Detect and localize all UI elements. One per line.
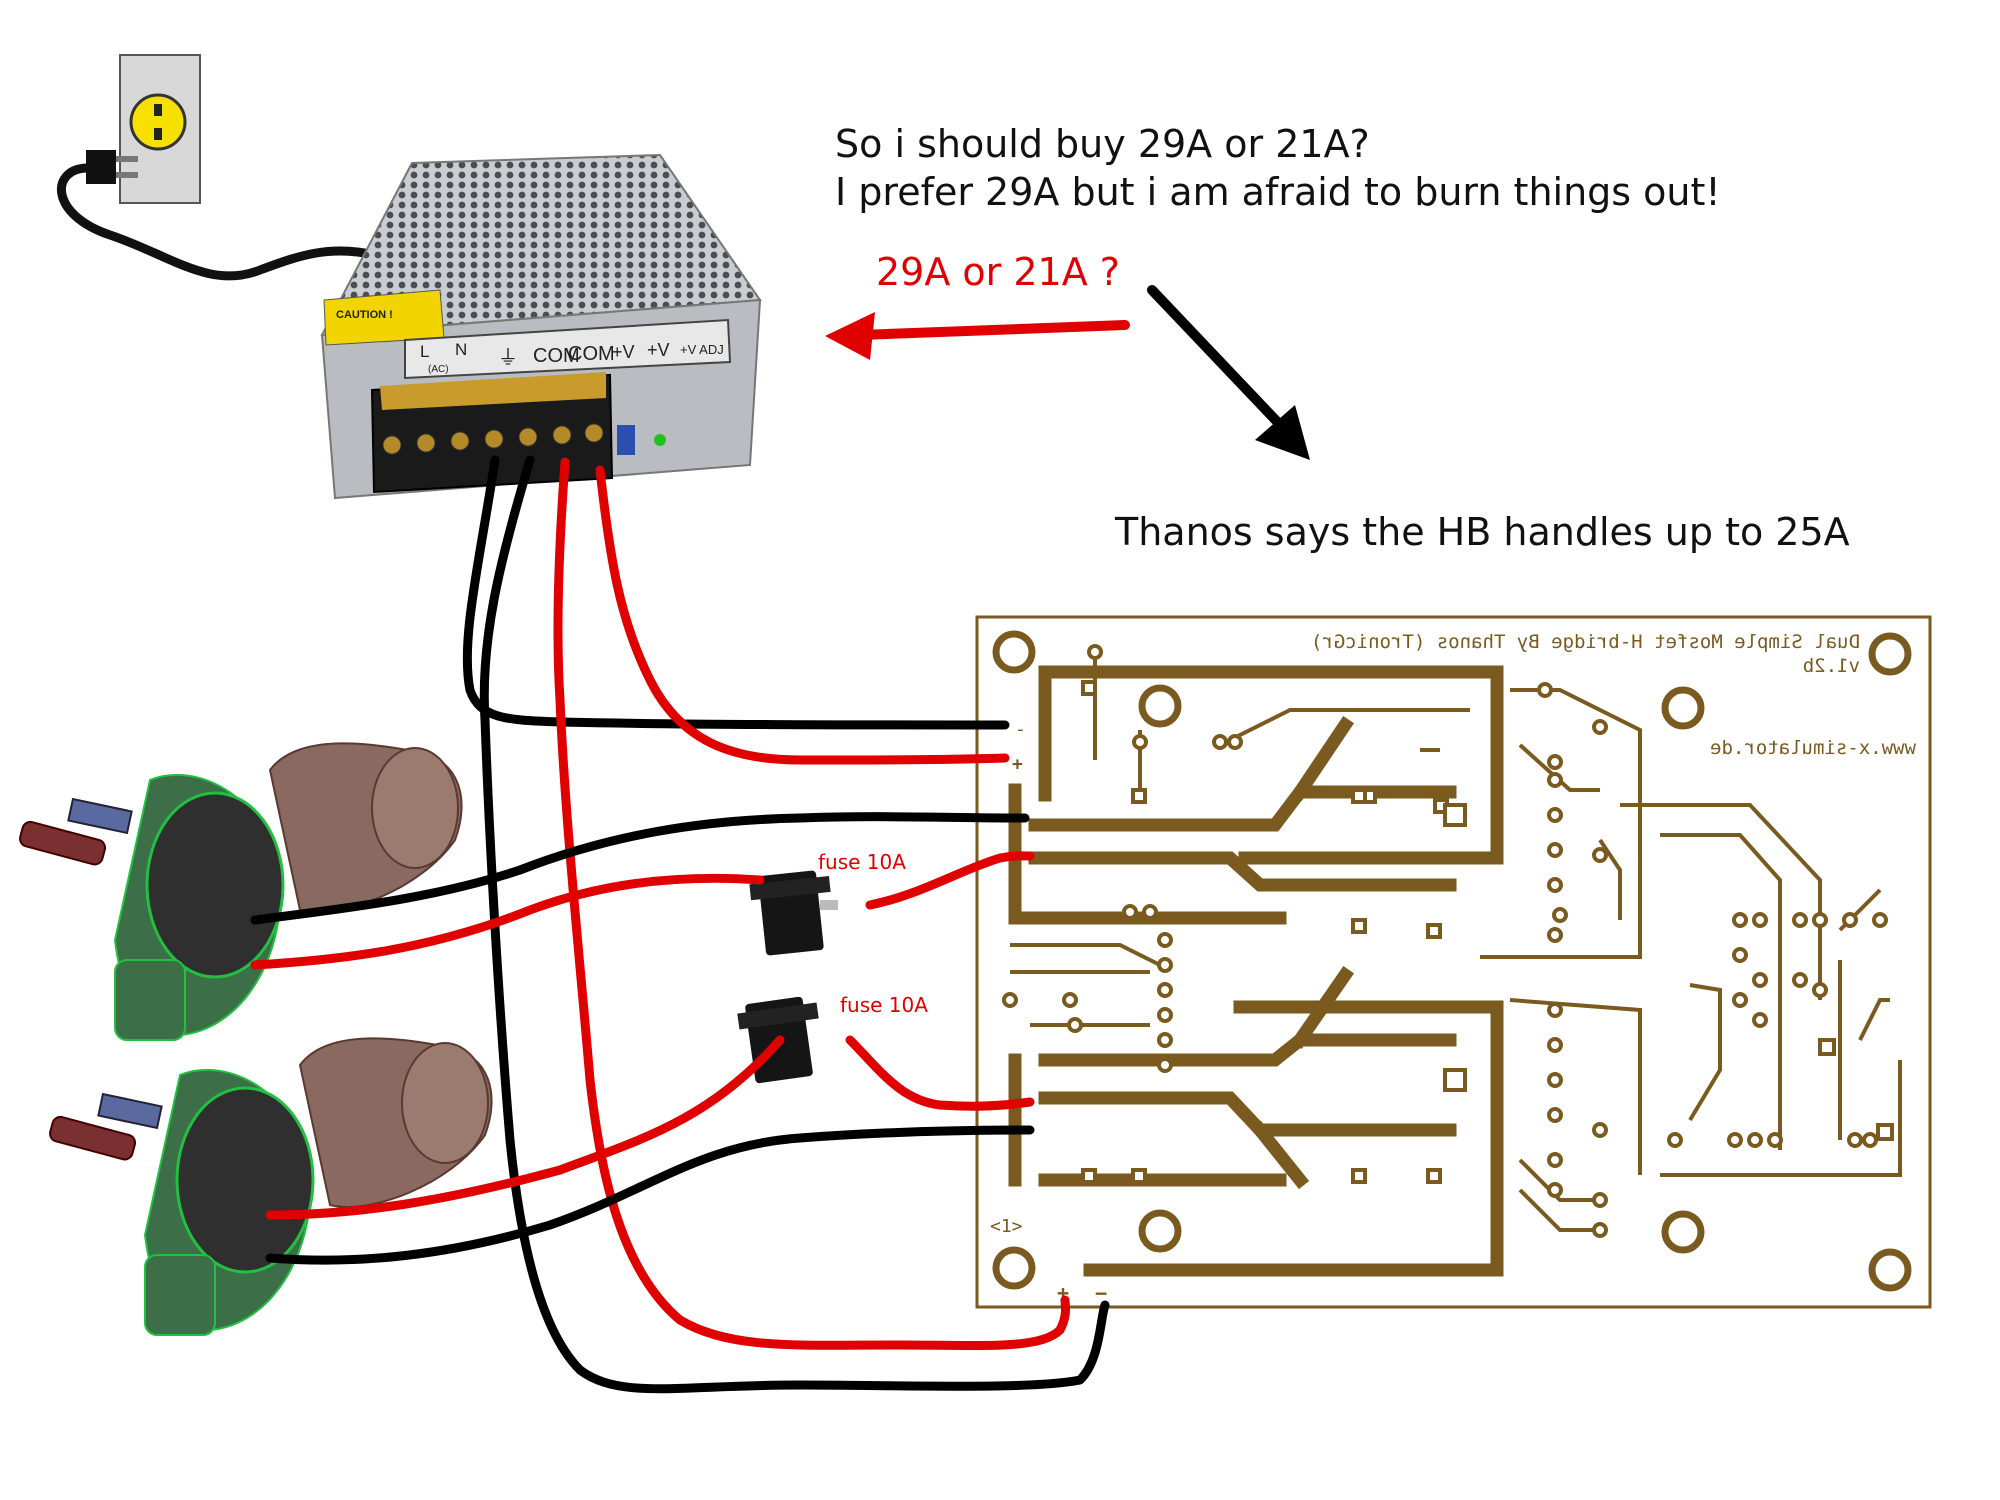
fuse-1-label: fuse 10A: [818, 850, 906, 874]
power-cord: [57, 163, 380, 281]
hbridge-note: Thanos says the HB handles up to 25A: [1115, 510, 1850, 554]
pcb-title-mirrored: Dual Simple Mosfet H-bridge By Thanos (T…: [1311, 631, 1860, 653]
adj-potentiometer: [617, 425, 635, 455]
pcb-in-plus: +: [1012, 754, 1023, 775]
terminal-label-L: L: [420, 342, 429, 361]
fuse-2-label: fuse 10A: [840, 993, 928, 1017]
pcb-version-mirrored: v1.2b: [1803, 655, 1860, 677]
motor-2: [49, 1037, 493, 1336]
black-arrow-icon: [1147, 285, 1310, 460]
wire-psu-v-to-pcb-bottom-pos: [553, 457, 1071, 1351]
terminal-label-N: N: [455, 340, 467, 359]
terminal-label-ac: (AC): [428, 364, 449, 375]
arrow-label: 29A or 21A ?: [876, 250, 1120, 294]
wiring: [250, 455, 1110, 1394]
pcb-minus-label: −: [1095, 1281, 1107, 1305]
wire-psu-v-to-pcb-pos: [595, 465, 1010, 765]
pcb-in-minus: -: [1015, 719, 1026, 740]
pcb-url-mirrored: www.x-simulator.de: [1710, 737, 1916, 759]
h-bridge-pcb: Dual Simple Mosfet H-bridge By Thanos (T…: [975, 615, 1932, 1309]
motor-1: [19, 742, 463, 1041]
question-line-1: So i should buy 29A or 21A?: [835, 122, 1370, 166]
wire-psu-com-to-pcb-bottom-neg: [479, 455, 1110, 1394]
wire-motor2-black: [265, 1125, 1035, 1265]
wire-psu-com-to-pcb-neg: [462, 455, 1010, 730]
terminal-label-com1: COM: [533, 345, 580, 367]
red-arrow-icon: [825, 312, 1130, 360]
wire-motor1-black: [250, 812, 1030, 925]
question-line-2: I prefer 29A but i am afraid to burn thi…: [835, 170, 1721, 214]
caution-label: CAUTION !: [336, 309, 393, 321]
wire-motor1-red-a: [250, 873, 765, 970]
terminal-label-v1: +V: [612, 342, 635, 362]
fuse-holder-1: [749, 870, 838, 956]
power-plug-icon: [86, 150, 116, 184]
terminal-label-v2: +V: [647, 340, 670, 360]
wire-motor2-red-a: [265, 1035, 785, 1220]
wire-motor1-red-b: [865, 851, 1035, 910]
terminal-label-vadj: +V ADJ: [680, 342, 724, 357]
led-icon: [654, 434, 666, 446]
terminal-label-ground: ⏚: [498, 347, 518, 369]
wire-motor2-red-b: [845, 1035, 1035, 1111]
wall-outlet: [86, 54, 201, 204]
pcb-marker: <1>: [990, 1216, 1023, 1237]
power-supply-unit: CAUTION ! L N (AC) ⏚ COM COM +V +V +V AD…: [320, 153, 762, 500]
outlet-socket-icon: [129, 93, 187, 151]
terminal-label-com2: COM: [568, 343, 615, 365]
